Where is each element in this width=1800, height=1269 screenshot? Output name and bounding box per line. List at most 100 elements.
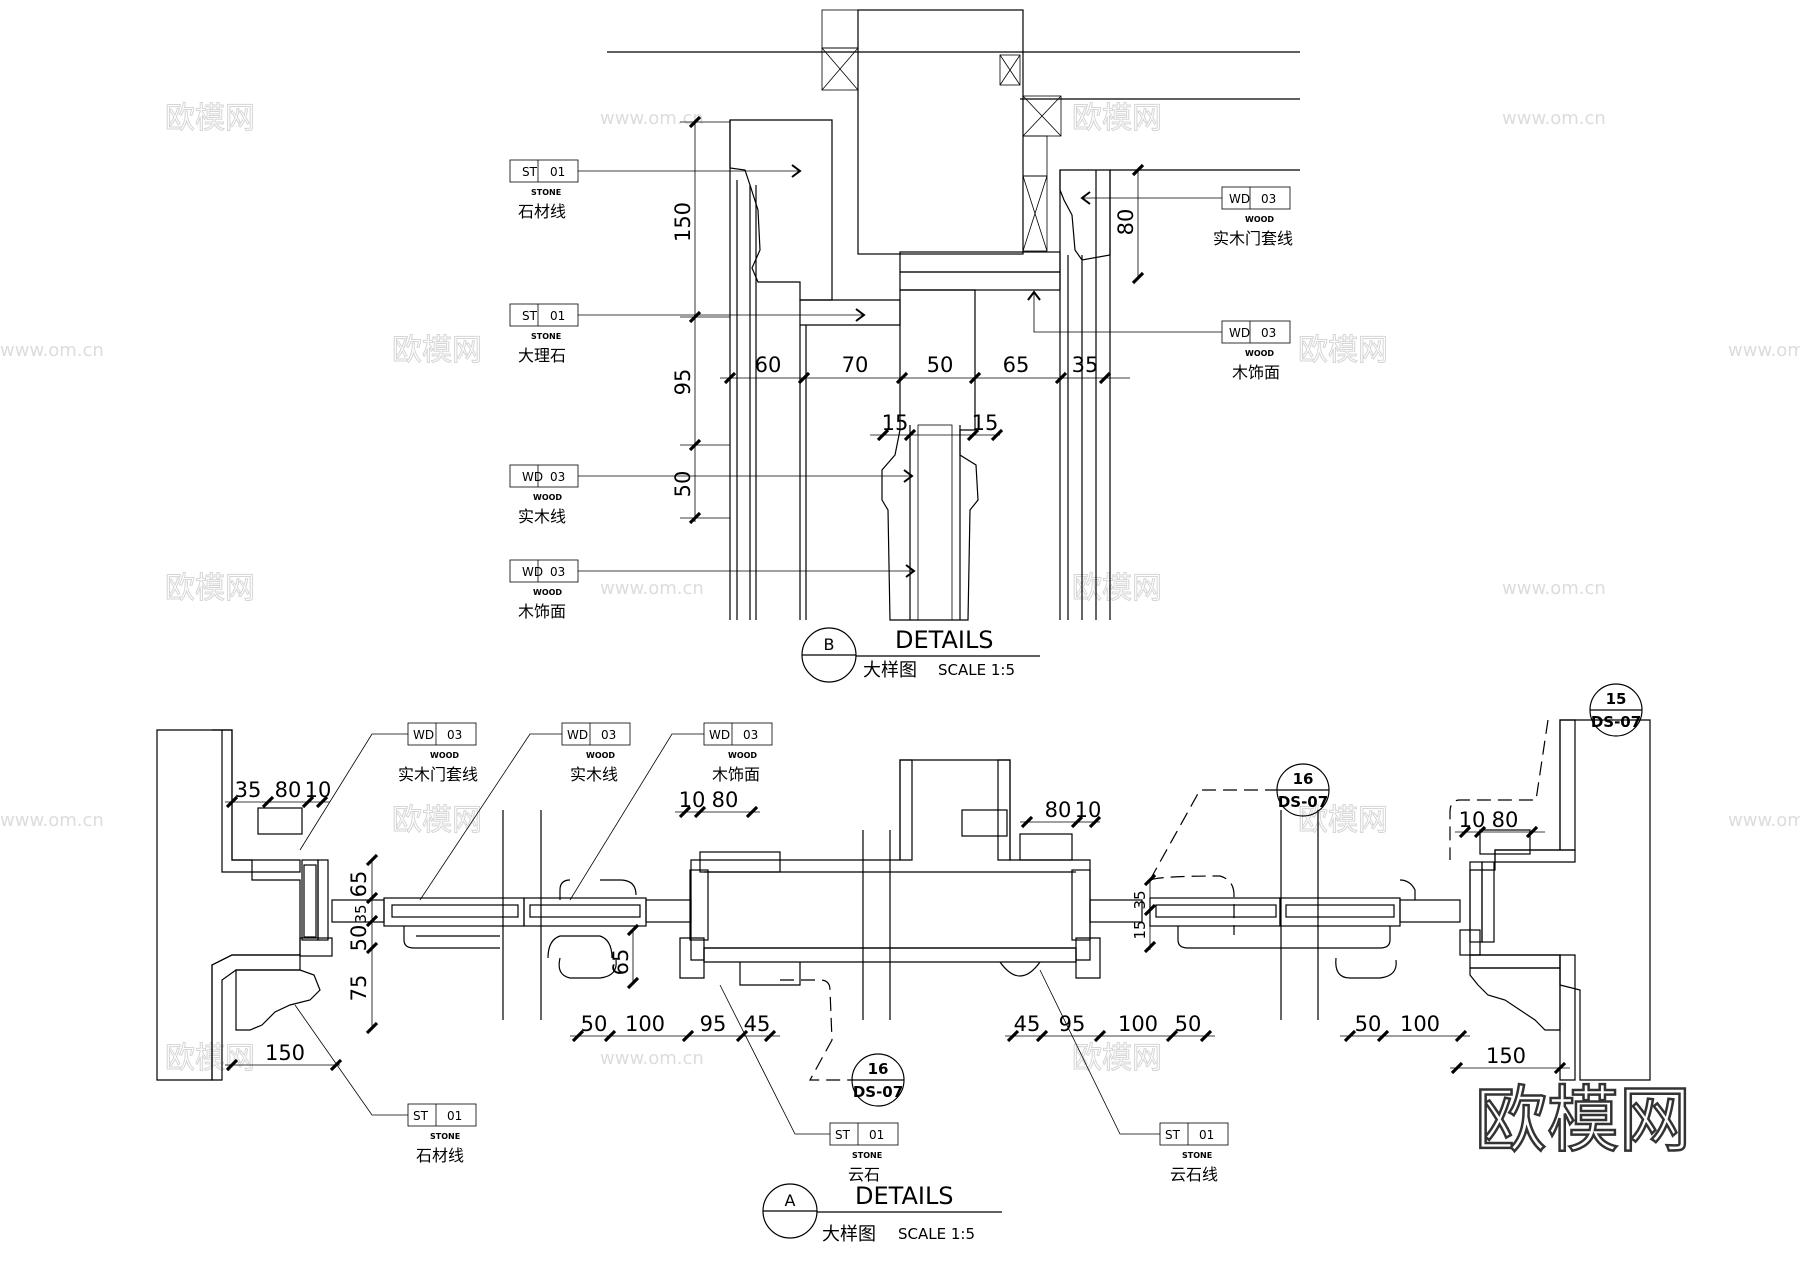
svg-text:80: 80 xyxy=(712,788,739,812)
watermark-url: www.om.cn xyxy=(600,108,704,129)
watermark-logo: 欧模网 xyxy=(1072,571,1162,606)
watermark-logo: 欧模网 xyxy=(1072,1041,1162,1076)
svg-text:WOOD: WOOD xyxy=(533,493,562,502)
svg-text:50: 50 xyxy=(1175,1012,1202,1036)
detail-a-ref-3: 15 DS-07 xyxy=(1449,683,1643,860)
watermark-logo-large: 欧模网 xyxy=(1475,1078,1691,1162)
svg-text:65: 65 xyxy=(347,871,371,898)
detail-b-tag-4: WD 03 WOOD 木饰面 xyxy=(509,559,916,621)
detail-a-dimensions: 35 80 10 65 35 50 75 150 10 80 80 10 xyxy=(225,778,1570,1075)
watermark-url: www.om.cn xyxy=(1502,108,1606,129)
dim-95: 95 xyxy=(671,369,695,396)
detail-b-scale: SCALE 1:5 xyxy=(938,661,1015,679)
watermark-url: www.om.cn xyxy=(0,340,104,361)
svg-text:15: 15 xyxy=(1131,920,1149,939)
svg-text:100: 100 xyxy=(1118,1012,1158,1036)
dim-150: 150 xyxy=(671,202,695,242)
detail-a-ref-2: 16 DS-07 xyxy=(1149,763,1330,935)
svg-text:03: 03 xyxy=(1261,192,1276,206)
svg-text:01: 01 xyxy=(550,309,565,323)
detail-a-ref-1: 16 DS-07 xyxy=(780,979,905,1107)
detail-b-tag-6: WD 03 WOOD 木饰面 xyxy=(1027,290,1291,382)
watermark-url: www.om.cn xyxy=(1502,578,1606,599)
detail-a-tag-3: WD 03 WOOD 木饰面 xyxy=(569,722,773,901)
svg-text:95: 95 xyxy=(1059,1012,1086,1036)
svg-text:WD: WD xyxy=(567,728,588,742)
svg-text:STONE: STONE xyxy=(852,1151,882,1160)
svg-text:WOOD: WOOD xyxy=(533,588,562,597)
detail-a-tag-2: WD 03 WOOD 实木线 xyxy=(419,722,631,901)
watermark-logo: 欧模网 xyxy=(165,101,255,136)
svg-text:16: 16 xyxy=(868,1060,889,1078)
svg-text:ST: ST xyxy=(413,1109,429,1123)
watermark-logo: 欧模网 xyxy=(1298,333,1388,368)
svg-text:石材线: 石材线 xyxy=(518,202,566,221)
detail-a-tag-6: ST 01 STONE 云石线 xyxy=(1039,969,1229,1184)
dim-70: 70 xyxy=(842,353,869,377)
detail-a-tag-1: WD 03 WOOD 实木门套线 xyxy=(299,722,478,851)
watermark-url: www.om.cn xyxy=(0,810,104,831)
dim-15: 15 xyxy=(882,411,909,435)
detail-b-drawing xyxy=(607,9,1300,621)
detail-b-tag-1: ST 01 STONE 石材线 xyxy=(509,159,802,221)
watermark-url: www.om.cn xyxy=(1728,340,1800,361)
svg-text:木饰面: 木饰面 xyxy=(518,602,566,621)
svg-text:实木门套线: 实木门套线 xyxy=(1213,229,1293,248)
svg-text:DS-07: DS-07 xyxy=(853,1083,903,1101)
svg-text:01: 01 xyxy=(1199,1128,1214,1142)
svg-text:WOOD: WOOD xyxy=(430,751,459,760)
svg-text:WD: WD xyxy=(522,565,543,579)
svg-text:100: 100 xyxy=(1400,1012,1440,1036)
svg-text:WD: WD xyxy=(522,470,543,484)
svg-text:云石: 云石 xyxy=(848,1165,880,1184)
svg-text:50: 50 xyxy=(347,925,371,952)
svg-text:35: 35 xyxy=(1131,890,1149,909)
svg-text:50: 50 xyxy=(1355,1012,1382,1036)
svg-text:95: 95 xyxy=(700,1012,727,1036)
svg-text:03: 03 xyxy=(550,470,565,484)
svg-text:80: 80 xyxy=(275,778,302,802)
detail-b-tag-5: WD 03 WOOD 实木门套线 xyxy=(1080,186,1293,248)
svg-text:03: 03 xyxy=(447,728,462,742)
watermark-url: www.om.cn xyxy=(600,1048,704,1069)
detail-a-marker: A xyxy=(785,1191,796,1210)
svg-text:01: 01 xyxy=(447,1109,462,1123)
svg-text:35: 35 xyxy=(352,904,370,923)
svg-text:石材线: 石材线 xyxy=(416,1146,464,1165)
svg-text:35: 35 xyxy=(235,778,262,802)
dim-50: 50 xyxy=(671,471,695,498)
svg-text:80: 80 xyxy=(1045,798,1072,822)
detail-a-tag-4: ST 01 STONE 石材线 xyxy=(294,1004,477,1165)
svg-text:ST: ST xyxy=(522,309,538,323)
detail-b-tag-2: ST 01 STONE 大理石 xyxy=(509,303,866,365)
watermark-url: www.om.cn xyxy=(600,578,704,599)
detail-b-title: DETAILS xyxy=(895,626,994,654)
svg-text:10: 10 xyxy=(1075,798,1102,822)
svg-text:DS-07: DS-07 xyxy=(1278,793,1328,811)
dim-80: 80 xyxy=(1114,209,1138,236)
svg-text:WOOD: WOOD xyxy=(1245,349,1274,358)
watermark-logo: 欧模网 xyxy=(165,571,255,606)
svg-text:WD: WD xyxy=(1229,192,1250,206)
watermark-logo: 欧模网 xyxy=(392,333,482,368)
svg-text:ST: ST xyxy=(1165,1128,1181,1142)
dim-65: 65 xyxy=(1003,353,1030,377)
detail-b-subtitle: 大样图 xyxy=(863,660,917,681)
dim-35: 35 xyxy=(1072,353,1099,377)
svg-text:03: 03 xyxy=(550,565,565,579)
svg-text:01: 01 xyxy=(550,165,565,179)
watermark-logo: 欧模网 xyxy=(1298,803,1388,838)
watermark-logo: 欧模网 xyxy=(392,803,482,838)
svg-text:WOOD: WOOD xyxy=(586,751,615,760)
svg-text:DS-07: DS-07 xyxy=(1591,713,1641,731)
dim-60: 60 xyxy=(755,353,782,377)
detail-a-subtitle: 大样图 xyxy=(822,1224,876,1245)
svg-text:150: 150 xyxy=(1486,1044,1526,1068)
svg-text:实木线: 实木线 xyxy=(570,765,618,784)
svg-text:50: 50 xyxy=(581,1012,608,1036)
svg-text:STONE: STONE xyxy=(1182,1151,1212,1160)
detail-a-title: DETAILS xyxy=(855,1182,954,1210)
watermark-logo: 欧模网 xyxy=(1072,101,1162,136)
svg-text:65: 65 xyxy=(609,949,633,976)
